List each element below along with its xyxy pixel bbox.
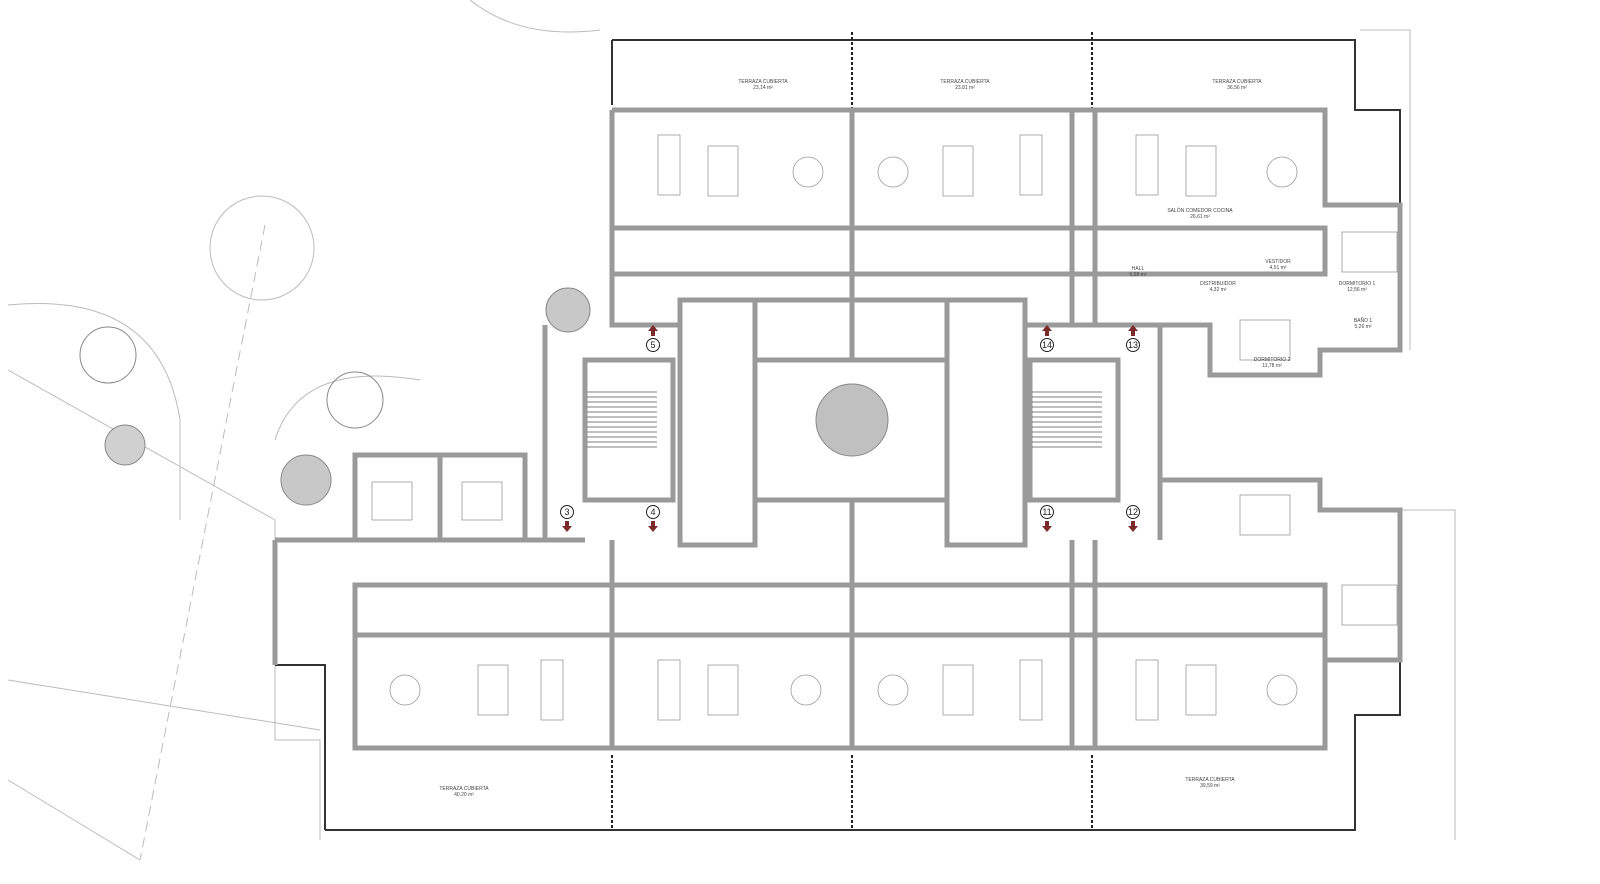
- room-area: 36,56 m²: [1227, 85, 1247, 91]
- stair-marker: 3: [560, 505, 574, 532]
- room-name: VESTIDOR: [1265, 259, 1291, 265]
- marker-circle: [1126, 338, 1140, 352]
- room-name: HALL: [1132, 266, 1145, 272]
- marker-number: 5: [650, 340, 655, 350]
- stair-marker: 11: [1040, 505, 1054, 532]
- marker-number: 14: [1042, 340, 1052, 350]
- stair-markers: 3 4 5 11 12 13 14: [560, 325, 1140, 532]
- room-area: 5,26 m²: [1355, 324, 1372, 330]
- stair-marker: 12: [1126, 505, 1140, 532]
- terrace-dividers: [611, 32, 1093, 830]
- room-name: TERRAZA CUBIERTA: [439, 786, 489, 792]
- arrow-up-icon: [1042, 325, 1052, 336]
- room-area: 4,51 m²: [1270, 265, 1287, 271]
- room-name: BAÑO 1: [1354, 317, 1373, 324]
- arrow-up-icon: [648, 325, 658, 336]
- marker-circle: [646, 338, 660, 352]
- marker-number: 3: [564, 507, 569, 517]
- room-name: TERRAZA CUBIERTA: [1212, 79, 1262, 85]
- arrow-up-icon: [1128, 325, 1138, 336]
- marker-circle: [646, 505, 660, 519]
- room-area: 26,61 m²: [1190, 214, 1210, 220]
- room-area: 40,20 m²: [454, 792, 474, 798]
- stair-marker: 5: [646, 325, 660, 352]
- room-name: TERRAZA CUBIERTA: [738, 79, 788, 85]
- room-area: 11,78 m²: [1262, 363, 1282, 369]
- stair-marker: 14: [1040, 325, 1054, 352]
- room-area: 12,56 m²: [1347, 287, 1367, 293]
- room-area: 23,14 m²: [753, 85, 773, 91]
- arrow-down-icon: [1128, 521, 1138, 532]
- furniture: [371, 134, 1398, 721]
- room-name: DISTRIBUIDOR: [1200, 281, 1236, 287]
- room-name: DORMITORIO 2: [1254, 357, 1291, 363]
- marker-circle: [560, 505, 574, 519]
- stair-marker: 4: [646, 505, 660, 532]
- site-context: [7, 0, 1456, 861]
- marker-number: 12: [1128, 507, 1138, 517]
- room-area: 4,32 m²: [1210, 287, 1227, 293]
- trees: [79, 287, 889, 506]
- room-name: DORMITORIO 1: [1339, 281, 1376, 287]
- walls: [272, 107, 1403, 751]
- room-name: TERRAZA CUBIERTA: [1185, 777, 1235, 783]
- arrow-down-icon: [648, 521, 658, 532]
- stairs: [587, 391, 1102, 448]
- room-name: TERRAZA CUBIERTA: [940, 79, 990, 85]
- marker-circle: [1040, 338, 1054, 352]
- room-area: 23,81 m²: [955, 85, 975, 91]
- marker-circle: [1126, 505, 1140, 519]
- marker-number: 13: [1128, 340, 1138, 350]
- marker-number: 4: [650, 507, 655, 517]
- stair-marker: 13: [1126, 325, 1140, 352]
- arrow-down-icon: [562, 521, 572, 532]
- room-name: SALÓN COMEDOR COCINA: [1167, 207, 1233, 214]
- arrow-down-icon: [1042, 521, 1052, 532]
- room-area: 6,58 m²: [1130, 272, 1147, 278]
- marker-number: 11: [1042, 507, 1051, 517]
- room-area: 39,59 m²: [1200, 783, 1220, 789]
- marker-circle: [1040, 505, 1054, 519]
